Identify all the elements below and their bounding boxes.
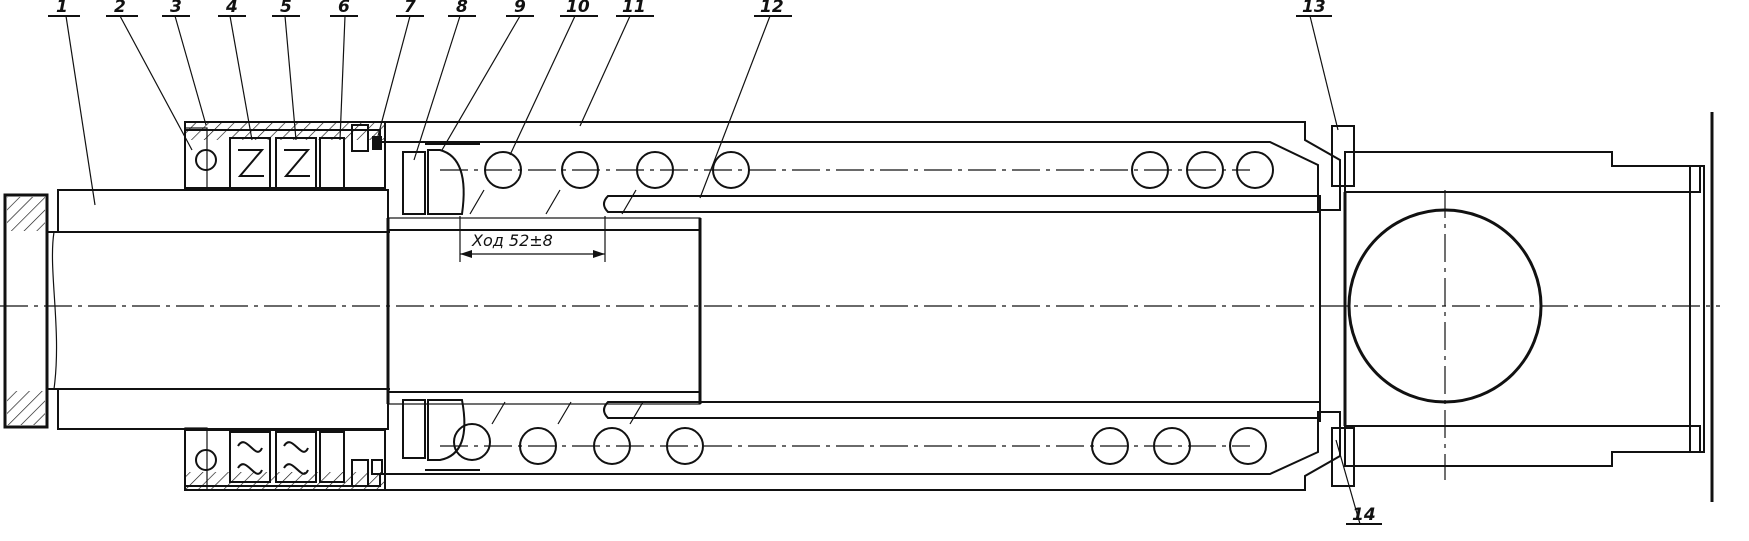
callout-8: 8 xyxy=(456,0,468,17)
spring-coils-bottom xyxy=(453,401,1267,465)
spring-coils-top xyxy=(469,151,1274,215)
callout-4: 4 xyxy=(225,0,238,17)
outer-housing xyxy=(184,121,1341,491)
callout-12: 12 xyxy=(760,0,784,17)
callout-9: 9 xyxy=(514,0,526,17)
parts-6-7-ring xyxy=(351,124,383,487)
stroke-dimension: Ход 52±8 xyxy=(459,216,606,262)
callout-10: 10 xyxy=(566,0,590,17)
callout-14: 14 xyxy=(1352,505,1376,525)
callout-1: 1 xyxy=(56,0,68,17)
part-12-sleeve xyxy=(603,195,1321,419)
stroke-dimension-label: Ход 52±8 xyxy=(471,231,553,250)
inner-tube xyxy=(386,217,702,405)
callout-6: 6 xyxy=(338,0,350,17)
right-end-fitting xyxy=(1319,112,1714,502)
guide-bushing xyxy=(402,143,480,471)
callout-3: 3 xyxy=(170,0,182,17)
callout-labels: 1 2 3 4 5 6 7 8 9 10 11 12 13 14 xyxy=(56,0,1376,525)
callout-2: 2 xyxy=(114,0,126,17)
cross-hole-circle xyxy=(1347,208,1543,404)
callout-7: 7 xyxy=(404,0,416,17)
callout-leaders xyxy=(48,15,1382,525)
callout-11: 11 xyxy=(622,0,646,17)
callout-13: 13 xyxy=(1302,0,1326,17)
callout-5: 5 xyxy=(280,0,292,17)
part-1-rod xyxy=(3,189,390,430)
